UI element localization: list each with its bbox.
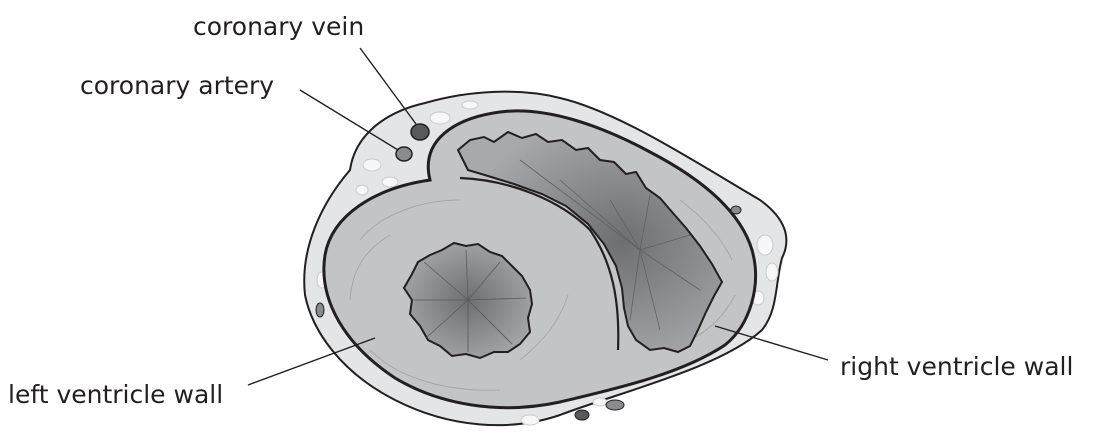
coronary-vein-leader bbox=[360, 48, 416, 124]
coronary-artery-vessel bbox=[396, 147, 412, 161]
right-ventricle-wall-label: right ventricle wall bbox=[840, 352, 1073, 381]
coronary-artery-label: coronary artery bbox=[80, 71, 274, 100]
small-vessel-bottom-dark bbox=[575, 410, 589, 420]
small-vessel-bottom-light bbox=[606, 400, 624, 410]
small-vessel-right bbox=[731, 206, 741, 214]
left-ventricle-wall-label: left ventricle wall bbox=[8, 380, 223, 409]
coronary-vein-vessel bbox=[411, 124, 429, 140]
coronary-vein-label: coronary vein bbox=[193, 12, 364, 41]
small-vessel-left bbox=[316, 303, 324, 317]
